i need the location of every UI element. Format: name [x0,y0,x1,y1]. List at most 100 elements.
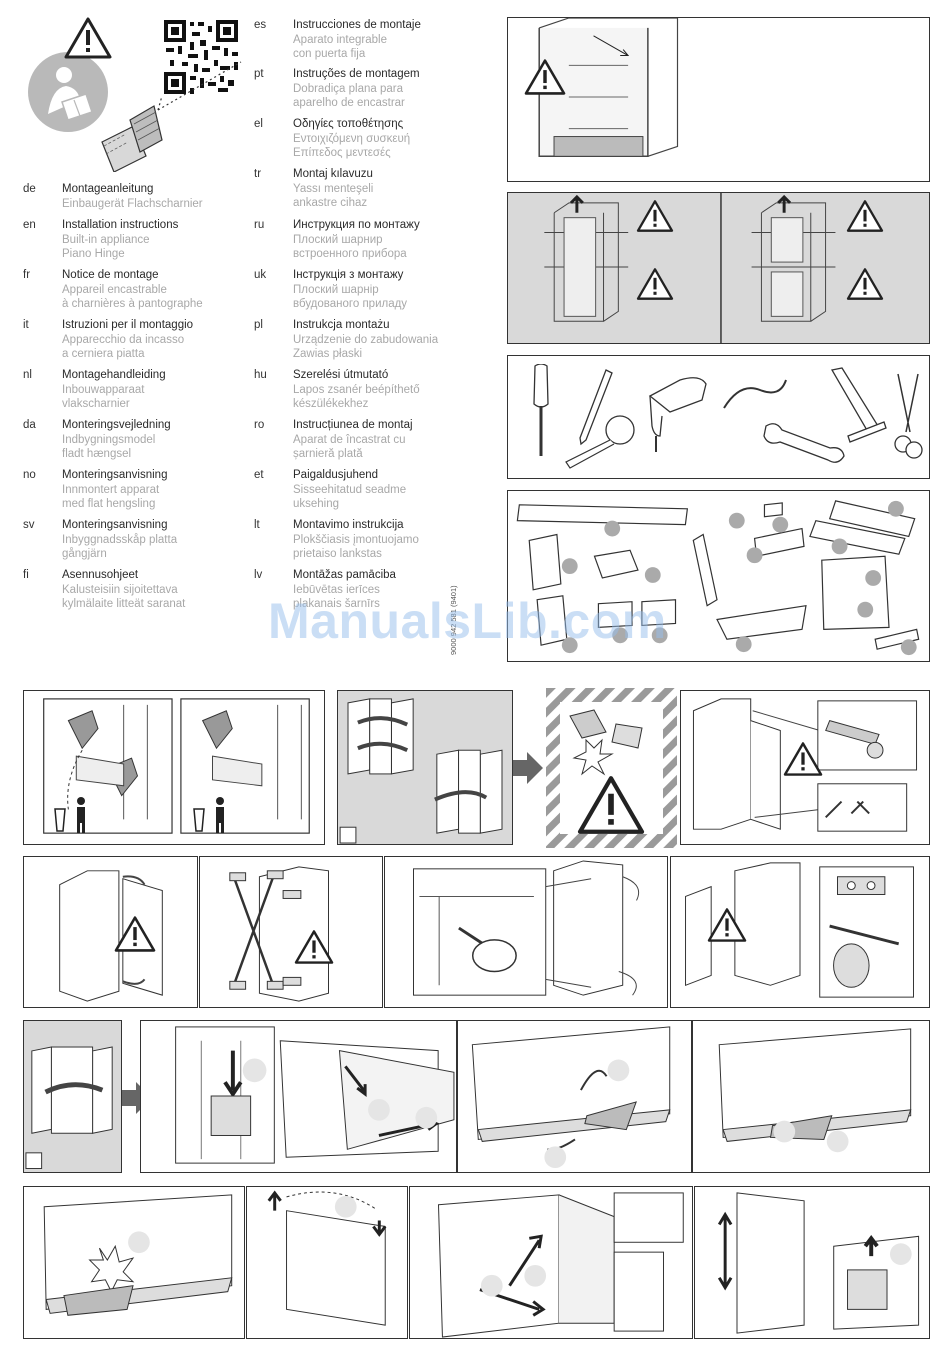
parts-panel [507,490,930,662]
language-subtitle: aparelho de encastrar [293,97,405,110]
language-subtitle: ankastre cihaz [293,197,368,210]
language-code: no [23,469,36,481]
warning-triangle-icon [636,200,674,232]
language-title: Οδηγίες τοποθέτησης [293,118,404,130]
language-subtitle: встроенного прибора [293,248,407,261]
arrow-right-icon [513,752,543,784]
warning-triangle-icon [707,908,747,942]
language-code: sv [23,519,35,531]
language-title: Paigaldusjuhend [293,469,379,481]
language-code: pt [254,68,264,80]
step-door-options-panel [337,690,513,845]
language-title: Instrucțiunea de montaj [293,419,413,431]
language-subtitle: Appareil encastrable [62,283,167,296]
language-title: Szerelési útmutató [293,369,389,381]
language-subtitle: Piano Hinge [62,248,125,261]
language-code: ro [254,419,265,431]
warning-triangle-icon [524,59,566,95]
step-remove-hinge-panel [23,690,325,845]
language-subtitle: med flat hengsling [62,498,156,511]
language-subtitle: Εντοιχιζόμενη συσκευή [293,132,411,145]
language-code: et [254,469,264,481]
language-code: uk [254,269,267,281]
language-title: Monteringsvejledning [62,419,171,431]
pencil-icon [579,369,613,446]
cable-icon [723,379,787,409]
language-subtitle: Iebūvētas ierīces [293,583,380,596]
scissors-icon [894,373,923,459]
language-subtitle: вбудованого приладу [293,298,408,311]
language-subtitle: Плоский шарнір [293,283,379,296]
hinge-icon [101,61,242,172]
warning-triangle-icon [64,17,112,59]
dustbin-icon [54,797,85,833]
language-subtitle: Inbyggnadsskåp platta [62,533,178,546]
step-mount-door-panel [409,1186,693,1339]
language-subtitle: a cerniera piatta [62,348,145,361]
language-subtitle: con puerta fija [293,48,366,61]
step-screw-hinge-panel [384,856,668,1008]
language-subtitle: Zawias płaski [293,348,363,361]
language-title: Installation instructions [62,219,179,231]
step-click-hinge-panel [23,1186,245,1339]
warning-triangle-icon [783,742,823,776]
language-title: Monteringsanvisning [62,469,168,481]
tools-panel [507,355,930,479]
language-title: Montageanleitung [62,183,154,195]
language-subtitle: vlakscharnier [62,398,130,411]
spanner-icon [763,423,845,463]
language-code: hu [254,369,267,381]
language-title: Instrukcja montażu [293,319,390,331]
language-code: nl [23,369,32,381]
warning-triangle-icon [294,930,334,964]
warning-triangle-icon [846,200,884,232]
language-subtitle: készülékekhez [293,398,369,411]
language-subtitle: Urządzenie do zabudowania [293,333,439,346]
language-code: pl [254,319,263,331]
installation-niche-panel [507,192,930,344]
language-subtitle: Aparato integrable [293,33,387,46]
step-door-rotate-panel [23,1020,122,1173]
language-title: Instruções de montagem [293,68,420,80]
language-title: Monteringsanvisning [62,519,168,531]
step-hinge-slide-panel [692,1020,930,1173]
language-code: de [23,183,36,195]
step-tighten-hinge-panel [670,856,930,1008]
language-subtitle: Plokščiasis įmontuojamo [293,533,419,546]
language-subtitle: gångjärn [62,548,107,561]
square-ruler-icon [830,367,887,443]
arrow-right-icon [122,1082,152,1114]
language-subtitle: Indbygningsmodel [62,433,156,446]
warning-triangle-icon [846,268,884,300]
language-title: Інструкція з монтажу [293,269,404,281]
language-subtitle: prietaiso lankstas [293,548,382,561]
niche-dimensions-panel [507,17,930,182]
language-title: Instrucciones de montaje [293,19,421,31]
step-adjust-door-panel [694,1186,930,1339]
language-code: fi [23,569,29,581]
language-code: lv [254,569,263,581]
language-subtitle: Innmontert apparat [62,483,160,496]
step-pinch-warning-panel [546,688,677,848]
warning-triangle-icon [114,916,156,952]
language-subtitle: Lapos zsanér beépíthető [293,383,420,396]
language-code: da [23,419,36,431]
language-subtitle: Einbaugerät Flachscharnier [62,197,203,210]
language-code: tr [254,168,262,180]
language-code: fr [23,269,31,281]
manual-reader-icon [28,52,108,132]
language-code: lt [254,519,260,531]
warning-triangle-icon [636,268,674,300]
language-subtitle: Kalusteisiin sijoitettava [62,583,178,596]
language-title: Notice de montage [62,269,159,281]
language-title: Asennusohjeet [62,569,139,581]
language-subtitle: à charnières à pantographe [62,298,203,311]
language-subtitle: Apparecchio da incasso [62,333,185,346]
qr-code-icon [162,18,240,96]
dustbin-icon [193,797,224,833]
screwdriver-icon [533,364,549,456]
language-subtitle: Aparat de încastrat cu [293,433,406,446]
step-close-door-panel [23,856,198,1008]
step-open-door-panel [680,690,930,845]
step-cover-caps-panel [246,1186,408,1339]
